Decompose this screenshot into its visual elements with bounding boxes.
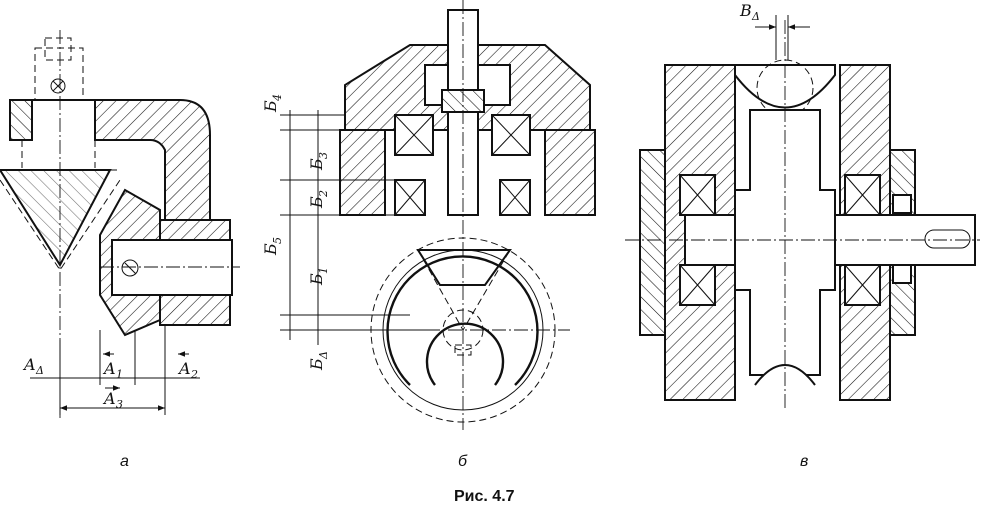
svg-text:1: 1 bbox=[116, 368, 123, 381]
dim-b5: Б 5 bbox=[261, 237, 284, 256]
dim-v-delta: В Δ bbox=[739, 1, 760, 23]
dim-b1: Б 1 bbox=[307, 267, 330, 286]
svg-text:2: 2 bbox=[317, 190, 330, 198]
svg-text:В: В bbox=[739, 1, 752, 20]
svg-text:3: 3 bbox=[116, 398, 123, 411]
svg-text:Б: Б bbox=[307, 158, 326, 171]
caption-b: б bbox=[458, 453, 468, 470]
phantom-fork bbox=[34, 47, 84, 101]
svg-text:A: A bbox=[177, 359, 191, 378]
svg-text:A: A bbox=[102, 359, 116, 378]
caption-a: а bbox=[120, 453, 129, 470]
housing-a bbox=[10, 99, 211, 231]
svg-text:Б: Б bbox=[261, 243, 280, 256]
view-a bbox=[0, 30, 240, 420]
dim-b4: Б 4 bbox=[261, 94, 284, 113]
dim-b2: Б 2 bbox=[307, 190, 330, 209]
bevel-pinion bbox=[416, 249, 512, 286]
svg-text:Б: Б bbox=[307, 358, 326, 371]
svg-text:Б: Б bbox=[261, 100, 280, 113]
figure-caption: Рис. 4.7 bbox=[454, 488, 515, 505]
dim-b-delta: Б Δ bbox=[307, 351, 330, 371]
svg-text:Б: Б bbox=[307, 196, 326, 209]
svg-text:Δ: Δ bbox=[751, 10, 760, 23]
svg-text:Δ: Δ bbox=[317, 351, 330, 360]
dim-b3: Б 3 bbox=[307, 152, 330, 171]
svg-text:3: 3 bbox=[317, 152, 330, 159]
dim-a-delta: A Δ bbox=[22, 355, 44, 377]
svg-text:Б: Б bbox=[307, 273, 326, 286]
bevel-gear-phantom bbox=[0, 169, 112, 267]
dim-a3: A 3 bbox=[102, 385, 123, 411]
caption-v: в bbox=[800, 453, 808, 470]
svg-text:A: A bbox=[102, 389, 116, 408]
svg-text:4: 4 bbox=[271, 94, 284, 102]
svg-text:5: 5 bbox=[271, 237, 284, 244]
view-v bbox=[625, 15, 980, 410]
svg-text:1: 1 bbox=[317, 267, 330, 274]
svg-text:2: 2 bbox=[190, 368, 198, 381]
view-b bbox=[280, 0, 596, 430]
svg-text:A: A bbox=[22, 355, 36, 374]
svg-text:Δ: Δ bbox=[35, 364, 44, 377]
dim-a1: A 1 bbox=[102, 351, 123, 381]
dim-a2: A 2 bbox=[177, 351, 198, 381]
